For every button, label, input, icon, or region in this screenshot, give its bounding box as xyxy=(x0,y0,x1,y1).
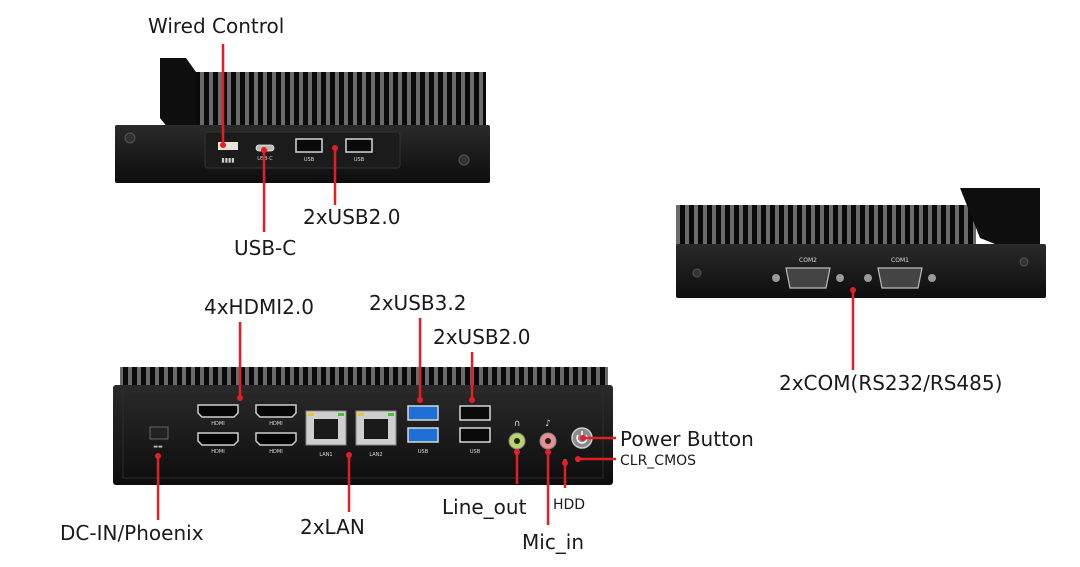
headphone-icon: ∩ xyxy=(514,419,521,429)
hdmi-port xyxy=(255,404,297,418)
usb-c-port-text: USB-C xyxy=(257,156,273,162)
hdmi-port-text: HDMI xyxy=(211,421,224,427)
front-callouts xyxy=(221,44,337,232)
dc-in-label: DC-IN/Phoenix xyxy=(60,521,204,545)
heatsink-fins xyxy=(120,367,608,389)
lan2-port-text: LAN2 xyxy=(369,452,382,458)
hdmi-port xyxy=(197,404,239,418)
power-button-label: Power Button xyxy=(620,427,754,451)
usb-port-text: USB xyxy=(304,157,315,163)
microphone-icon: ♪ xyxy=(545,419,551,429)
usb32-port xyxy=(407,427,439,443)
usb-port-text: USB xyxy=(354,157,365,163)
usb32-port xyxy=(407,405,439,421)
hdmi-port xyxy=(197,432,239,446)
com-unit: COM2 COM1 xyxy=(676,188,1046,298)
hdmi-port-text: HDMI xyxy=(211,449,224,455)
hdmi-port-text: HDMI xyxy=(269,449,282,455)
com-port xyxy=(877,267,923,289)
heatsink-fins xyxy=(676,205,976,249)
usb-port xyxy=(345,138,373,153)
hdmi-label: 4xHDMI2.0 xyxy=(204,295,314,319)
screw-icon xyxy=(124,132,136,144)
com-port xyxy=(785,267,831,289)
screw-icon xyxy=(458,154,470,166)
callout-dots xyxy=(155,395,586,466)
line-out-label: Line_out xyxy=(442,495,527,519)
dc-in-port xyxy=(149,426,169,440)
clr-cmos-label: CLR_CMOS xyxy=(620,453,697,469)
com1-port-text: COM1 xyxy=(891,257,909,264)
lan-label: 2xLAN xyxy=(300,515,365,539)
usb-port-text: USB xyxy=(470,449,481,455)
wired-control-label: Wired Control xyxy=(148,14,285,38)
heatsink-block xyxy=(160,58,196,128)
com-screw-icon xyxy=(864,274,872,282)
svg-text:▬▬: ▬▬ xyxy=(153,444,163,450)
com-screw-icon xyxy=(928,274,936,282)
mic-in-label: Mic_in xyxy=(522,530,585,554)
screw-icon xyxy=(1019,257,1029,267)
rear-callouts xyxy=(156,318,616,525)
usb-c-label: USB-C xyxy=(234,236,297,260)
callout-dots xyxy=(220,142,338,153)
usb32-label: 2xUSB3.2 xyxy=(369,291,467,315)
rear-chassis xyxy=(676,244,1046,298)
usb-port xyxy=(295,138,323,153)
lan1-port-text: LAN1 xyxy=(319,452,332,458)
rear-unit: ▬▬ HDMI HDMI HDMI HDMI LAN1 LAN2 USB USB xyxy=(113,367,613,485)
screw-icon xyxy=(692,268,702,278)
hdmi-port-text: HDMI xyxy=(269,421,282,427)
com2-port-text: COM2 xyxy=(799,257,817,264)
com-screw-icon xyxy=(836,274,844,282)
front-usb20-label: 2xUSB2.0 xyxy=(303,205,401,229)
com-label: 2xCOM(RS232/RS485) xyxy=(779,371,1003,395)
usb-port-text: USB xyxy=(418,449,429,455)
usb-port xyxy=(459,427,491,443)
svg-text:▮▮▮▮: ▮▮▮▮ xyxy=(221,157,234,164)
front-unit: ▮▮▮▮ USB-C USB USB xyxy=(115,58,490,183)
rear-usb20-label: 2xUSB2.0 xyxy=(433,325,531,349)
usb-port xyxy=(459,405,491,421)
heatsink-fins xyxy=(186,72,486,128)
wired-control-connector xyxy=(218,142,238,150)
hdd-label: HDD xyxy=(553,497,586,513)
hdmi-port xyxy=(255,432,297,446)
heatsink-block xyxy=(960,188,1040,246)
com-screw-icon xyxy=(772,274,780,282)
